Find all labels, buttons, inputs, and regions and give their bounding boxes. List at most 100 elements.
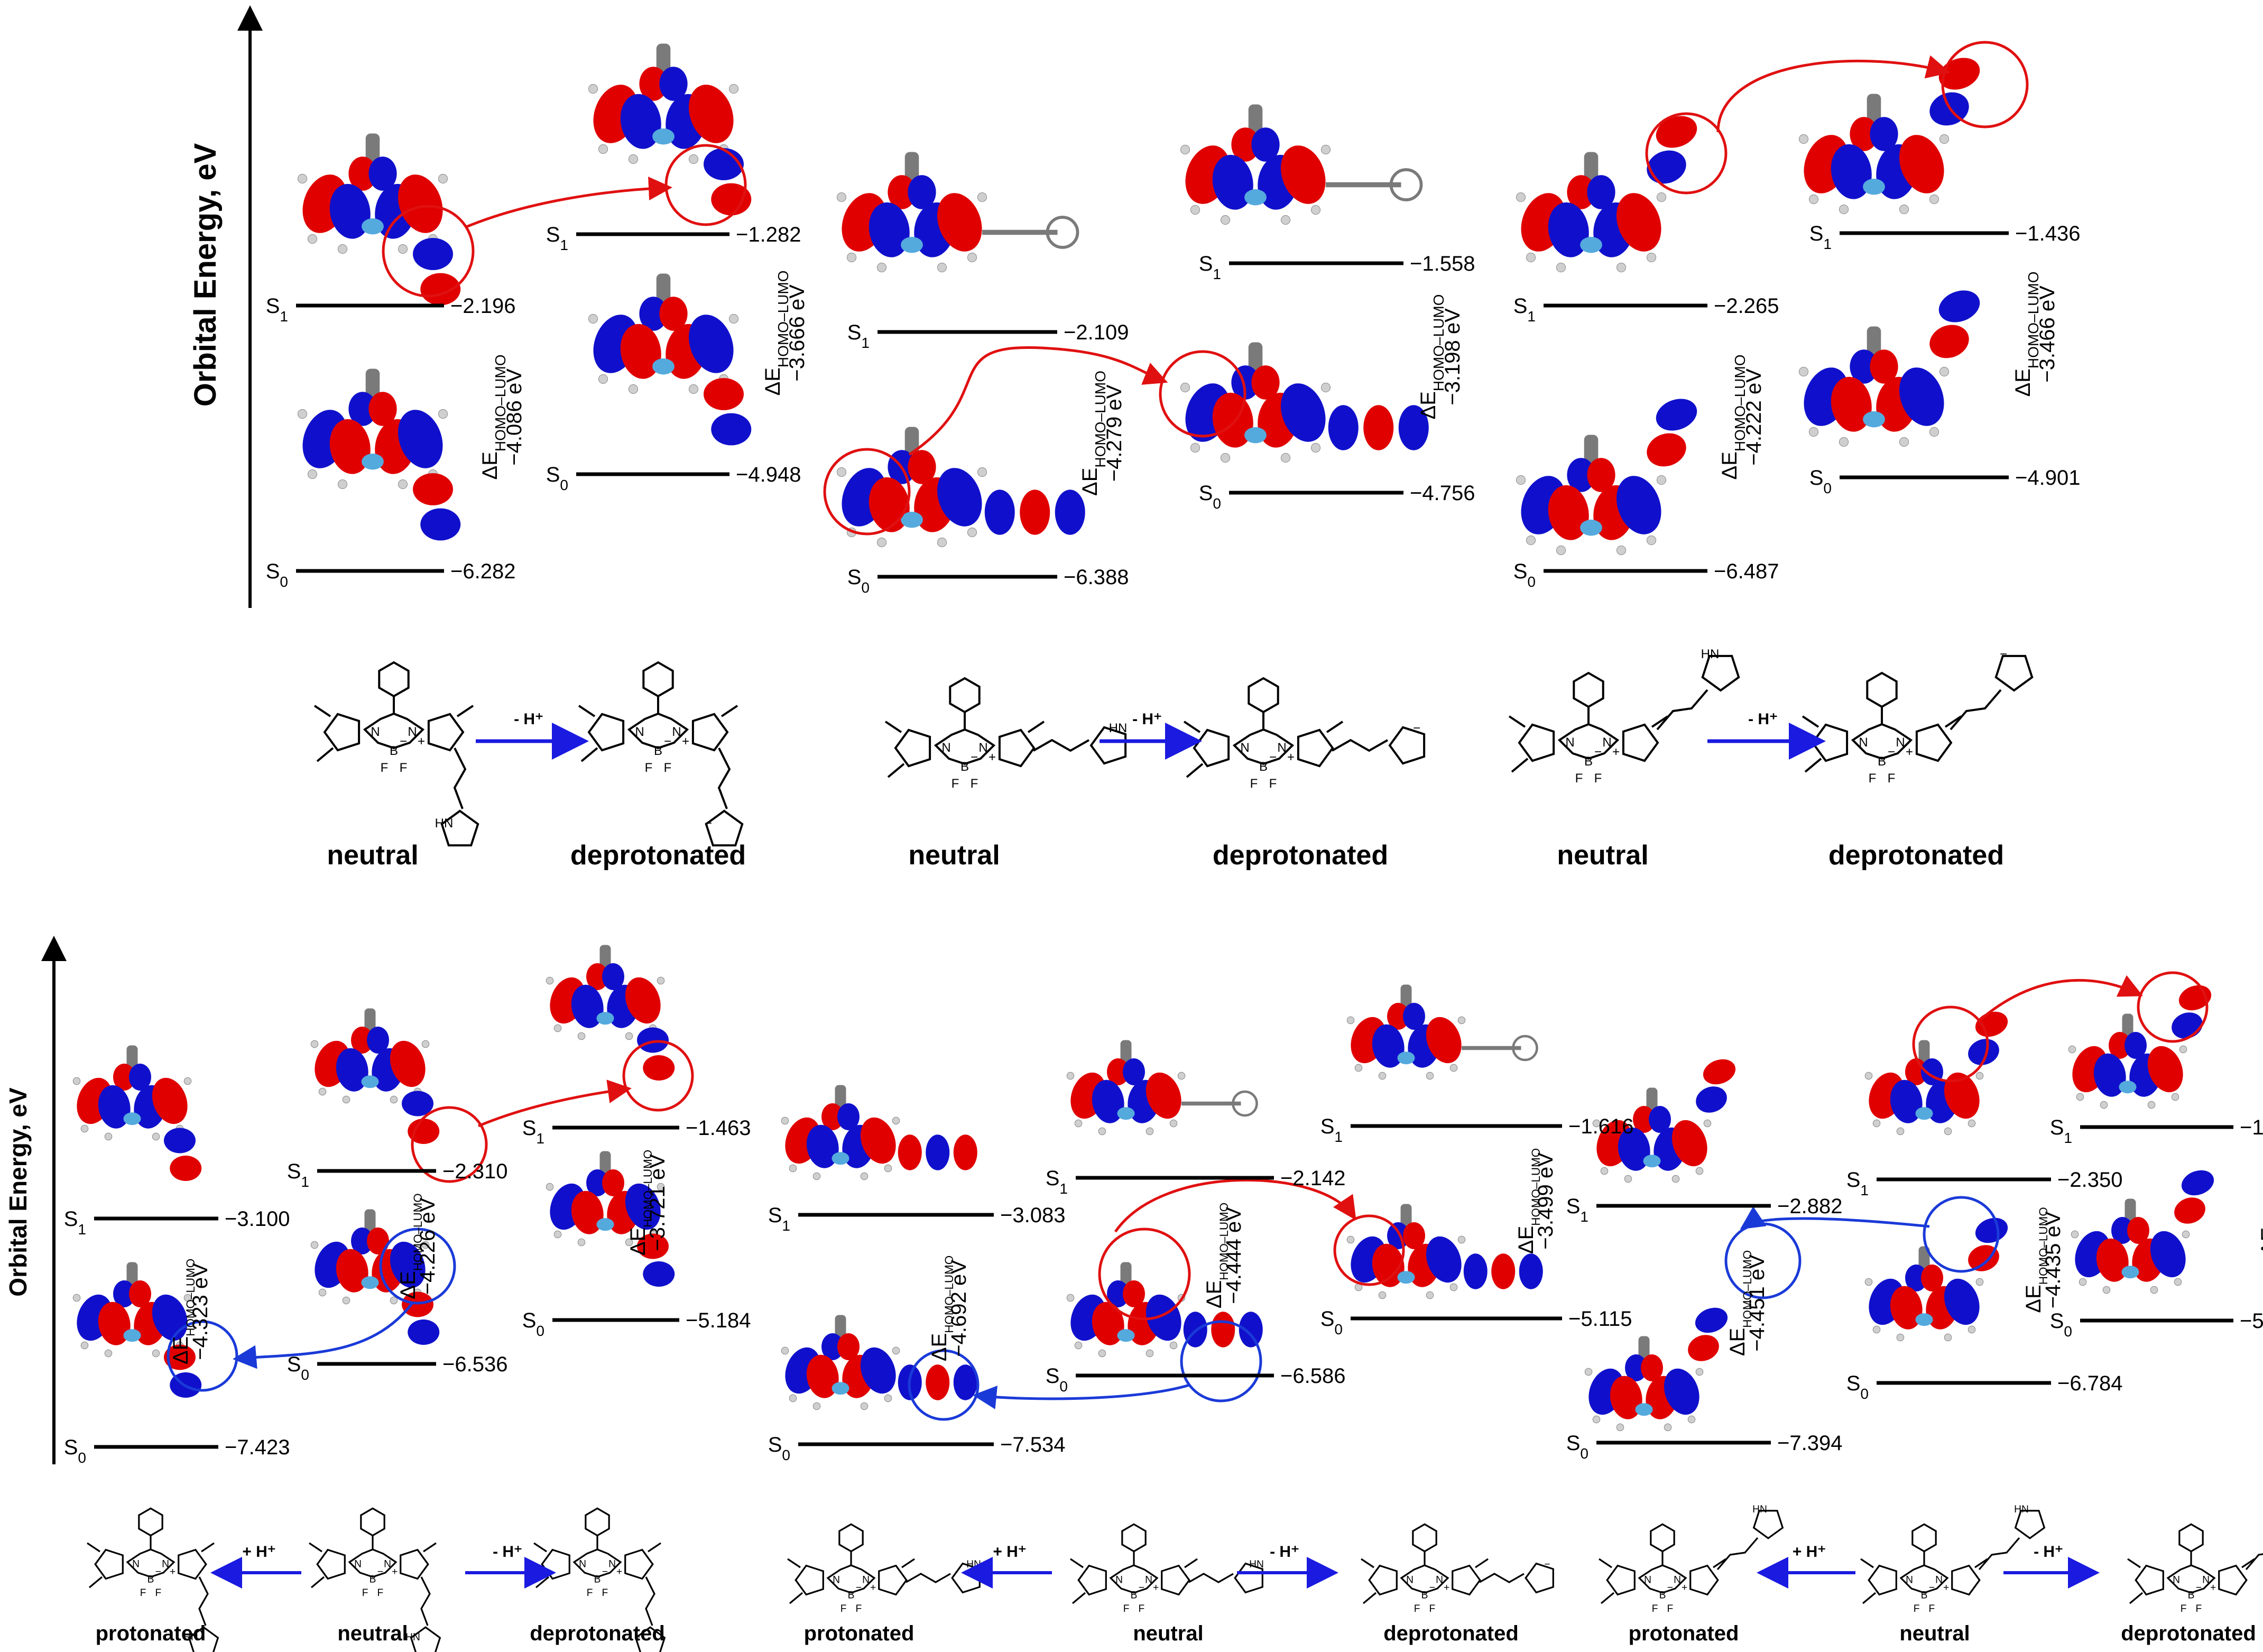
atom-f: F bbox=[952, 777, 959, 791]
orbital-lobe bbox=[937, 193, 982, 252]
state-label-s0: S0 bbox=[1809, 466, 1832, 496]
transfer-arrow bbox=[233, 1302, 413, 1369]
bodipy-core bbox=[934, 728, 996, 765]
atom-f: F bbox=[155, 1588, 162, 1599]
hydrogen-atom bbox=[390, 1296, 398, 1305]
pyrrole-right bbox=[178, 1548, 207, 1580]
energy-value-s0: −5.184 bbox=[686, 1309, 751, 1332]
orbital-lobe bbox=[1123, 1058, 1145, 1085]
hydrogen-atom bbox=[1426, 1291, 1434, 1299]
orbital-lobe bbox=[408, 1119, 440, 1144]
highlight-circle bbox=[1333, 1214, 1405, 1286]
homo-lumo-gap-label: ΔEHOMO–LUMO−4.435 eV bbox=[2022, 1207, 2065, 1313]
methyl bbox=[1802, 715, 1819, 728]
orbital-lobe bbox=[1211, 1312, 1235, 1348]
orbital-plot bbox=[546, 1151, 675, 1287]
hydrogen-atom bbox=[1098, 1127, 1106, 1136]
orbital-lobe bbox=[926, 1134, 950, 1170]
atom-n: N bbox=[162, 1559, 169, 1570]
ring-atom: − bbox=[1413, 721, 1420, 735]
atom-n: N bbox=[384, 1559, 391, 1570]
energy-value-s1: −2.310 bbox=[442, 1160, 507, 1183]
atom-f: F bbox=[1269, 777, 1277, 791]
hydrogen-atom bbox=[2079, 1278, 2087, 1286]
methyl bbox=[580, 747, 598, 762]
hydrogen-atom bbox=[104, 1132, 113, 1141]
state-label-s1: S1 bbox=[2050, 1116, 2072, 1146]
orbital-lobe bbox=[2174, 1197, 2205, 1224]
orbital-lobe bbox=[688, 315, 734, 373]
orbital-lobe bbox=[1905, 1265, 1927, 1291]
pyrrole-left bbox=[894, 728, 931, 768]
orbital-lobe bbox=[413, 473, 453, 505]
orbital-lobe bbox=[1625, 1354, 1647, 1381]
hydrogen-atom bbox=[1616, 1423, 1624, 1432]
charge-plus: + bbox=[1943, 1582, 1949, 1593]
vinyl-linker bbox=[1188, 1573, 1234, 1583]
heteroring bbox=[1525, 1562, 1554, 1594]
vinyl-linker bbox=[198, 1576, 209, 1626]
hydrogen-atom bbox=[2174, 1278, 2182, 1286]
methyl bbox=[1651, 715, 1669, 728]
phenyl-ring bbox=[838, 1523, 864, 1553]
orbital-lobe bbox=[953, 1364, 977, 1400]
orbital-lobe bbox=[368, 156, 397, 191]
hydrogen-atom bbox=[836, 192, 847, 202]
orbital-lobe bbox=[711, 183, 752, 216]
atom-f: F bbox=[587, 1588, 593, 1599]
hydrogen-atom bbox=[588, 84, 598, 94]
orbital-lobe bbox=[908, 450, 936, 484]
homo-lumo-gap-label: ΔEHOMO–LUMO−4.444 eV bbox=[1203, 1203, 1245, 1308]
orbital-lobe bbox=[1244, 189, 1267, 206]
orbital-lobe bbox=[113, 1064, 135, 1091]
hydrogen-atom bbox=[884, 1394, 892, 1402]
hydrogen-atom bbox=[1556, 545, 1566, 556]
energy-value-s0: −6.388 bbox=[1064, 566, 1129, 589]
hydrogen-atom bbox=[318, 1288, 327, 1297]
orbital-lobe bbox=[2109, 1032, 2131, 1059]
hydrogen-atom bbox=[1624, 1175, 1632, 1183]
hydrogen-atom bbox=[438, 409, 448, 419]
orbital-lobe bbox=[832, 1152, 849, 1165]
orbital-lobe bbox=[164, 1344, 196, 1370]
hydrogen-atom bbox=[1939, 366, 1950, 377]
heteroring bbox=[1388, 726, 1426, 765]
state-label-s1: S1 bbox=[1809, 222, 1832, 252]
phenyl-ring bbox=[1911, 1523, 1937, 1553]
reaction-arrow-label: + H⁺ bbox=[993, 1543, 1026, 1561]
orbital-lobe bbox=[1671, 1120, 1707, 1167]
hydrogen-atom bbox=[1177, 1072, 1186, 1080]
orbital-lobe bbox=[1426, 1236, 1462, 1283]
methyl bbox=[309, 1542, 322, 1553]
orbital-lobe bbox=[806, 1124, 839, 1168]
orbital-plot bbox=[310, 1008, 440, 1144]
orbital-plot bbox=[836, 152, 1079, 273]
methyl bbox=[1599, 1558, 1612, 1568]
orbital-lobe bbox=[2111, 1217, 2133, 1244]
highlight-circle bbox=[823, 448, 911, 536]
methyl bbox=[1713, 1558, 1726, 1568]
charge-minus: − bbox=[155, 1566, 161, 1577]
energy-value-s1: −3.100 bbox=[225, 1207, 290, 1231]
pyrrole-left bbox=[1606, 1564, 1636, 1596]
hydrogen-atom bbox=[860, 1402, 869, 1410]
pyrrole-right bbox=[691, 713, 729, 752]
atom-b: B bbox=[390, 744, 398, 758]
charge-minus: − bbox=[1667, 1582, 1673, 1593]
hydrogen-atom bbox=[342, 1095, 350, 1104]
state-label-s0: S0 bbox=[64, 1436, 86, 1466]
hydrogen-atom bbox=[2068, 1045, 2076, 1054]
hydrogen-atom bbox=[1346, 1235, 1355, 1244]
heteroring bbox=[1234, 1562, 1263, 1594]
atom-n: N bbox=[1115, 1575, 1123, 1586]
hydrogen-atom bbox=[967, 527, 977, 538]
hydrogen-atom bbox=[1899, 204, 1909, 215]
atom-n: N bbox=[1602, 735, 1611, 750]
orbital-lobe bbox=[620, 94, 661, 149]
ring-atom: HN bbox=[966, 1559, 981, 1570]
hydrogen-atom bbox=[2100, 1101, 2108, 1109]
hydrogen-atom bbox=[625, 1238, 633, 1247]
orbital-lobe bbox=[1905, 1058, 1927, 1085]
